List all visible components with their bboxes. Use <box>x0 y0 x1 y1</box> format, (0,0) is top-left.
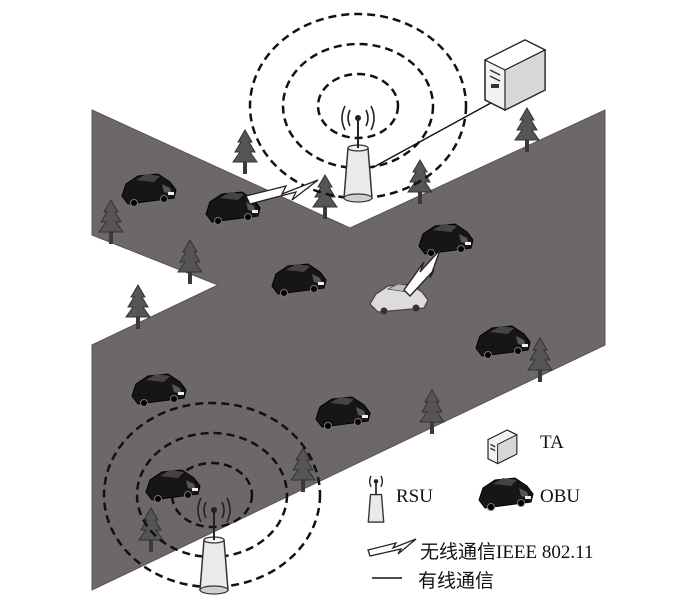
legend-icons <box>367 429 534 579</box>
tree-icon <box>232 129 258 175</box>
legend-ta-label: TA <box>540 432 564 453</box>
lightning-icon <box>245 179 319 205</box>
wireless-links <box>245 179 441 297</box>
legend-wired-label: 有线通信 <box>418 571 495 592</box>
server-icon <box>487 429 518 465</box>
antenna-icon <box>367 475 385 523</box>
wired-link <box>371 97 501 169</box>
ta-server <box>483 39 547 111</box>
lightning-icon <box>403 249 441 297</box>
legend-rsu-label: RSU <box>396 486 433 507</box>
rsu-tower-top <box>341 105 375 203</box>
legend-obu-label: OBU <box>540 486 581 507</box>
road-network <box>91 109 606 591</box>
legend-wireless-label: 无线通信IEEE 802.11 <box>420 542 594 563</box>
lightning-icon <box>367 538 417 557</box>
car-icon <box>478 477 534 511</box>
